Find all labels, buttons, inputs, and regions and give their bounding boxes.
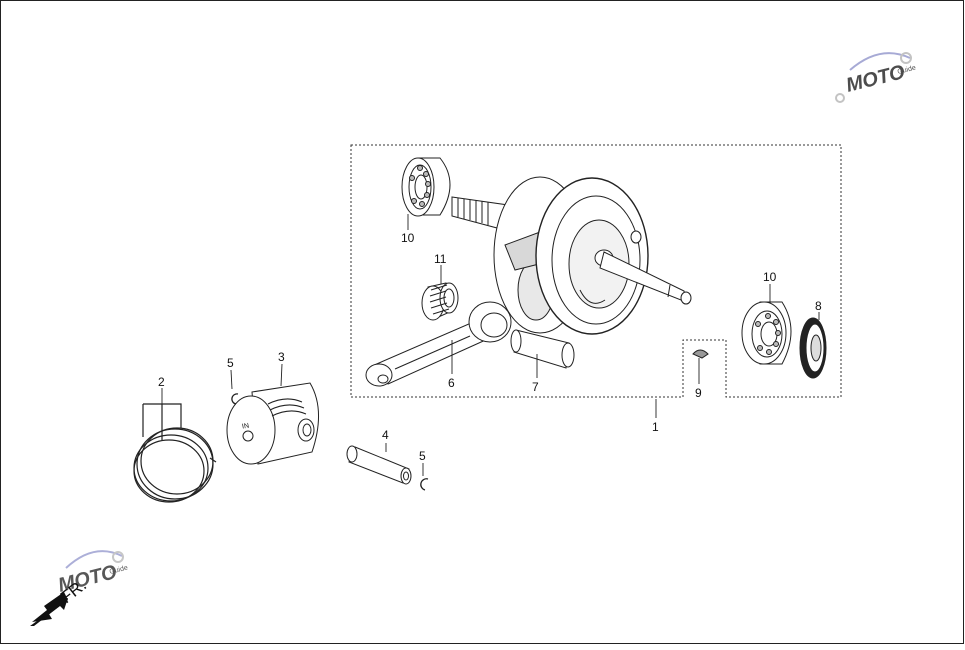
piston-rings: [133, 403, 217, 503]
callout-1: 1: [652, 420, 659, 434]
crankshaft: [451, 176, 692, 335]
watermark-sub: Guide: [897, 65, 917, 76]
callout-8: 8: [815, 299, 822, 313]
callout-10a: 10: [401, 231, 415, 245]
moto-logo-watermark-bottom: MOTO Guide: [56, 550, 129, 597]
crank-pin: [510, 329, 575, 369]
callout-7: 7: [532, 380, 539, 394]
callout-2: 2: [158, 375, 165, 389]
callout-4: 4: [382, 428, 389, 442]
circlip-b: [420, 478, 429, 491]
piston-crown-hole: [242, 430, 254, 442]
piston-pin: [346, 445, 412, 485]
timing-gear: [799, 317, 827, 379]
assembly-boundary: [350, 144, 842, 398]
moto-logo-watermark-top: MOTO Guide: [835, 52, 917, 103]
piston: [226, 382, 320, 465]
circlip-a: [231, 393, 239, 405]
callout-10b: 10: [763, 270, 777, 284]
callout-11: 11: [434, 252, 447, 266]
callout-5b: 5: [419, 449, 426, 463]
bearing-right: [741, 301, 792, 365]
callout-6: 6: [448, 376, 455, 390]
needle-bearing: [421, 282, 459, 321]
connecting-rod: [365, 301, 512, 387]
callout-5a: 5: [227, 356, 234, 370]
front-arrow-icon: [30, 592, 68, 626]
leader-lines: [161, 214, 820, 476]
woodruff-key: [692, 349, 709, 359]
watermark-sub-2: Guide: [109, 565, 129, 576]
callout-9: 9: [695, 386, 702, 400]
bearing-left: [401, 157, 451, 217]
callout-3: 3: [278, 350, 285, 364]
piston-mark: IN: [242, 423, 250, 431]
